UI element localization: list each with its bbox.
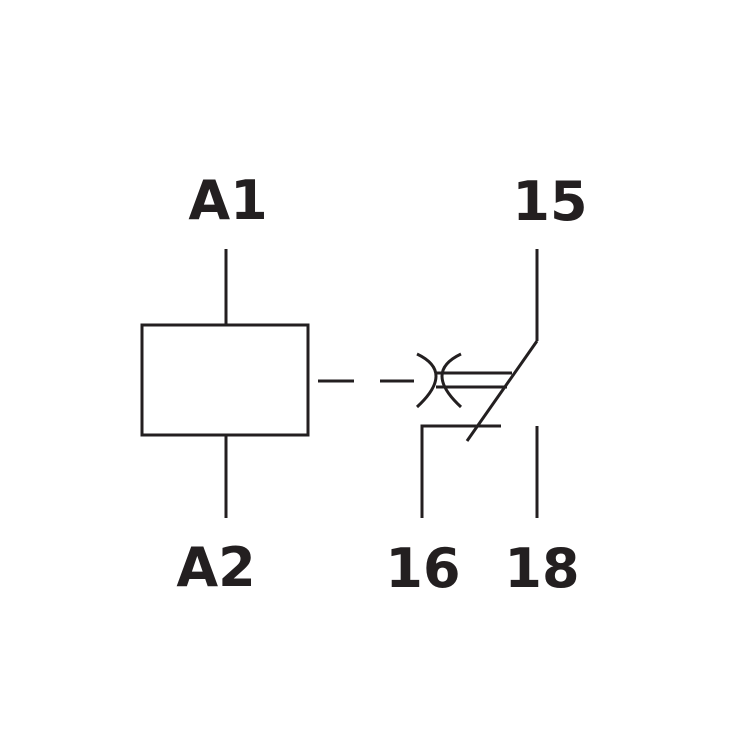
time-delay-arc-right bbox=[440, 352, 463, 409]
terminal-label-15: 15 bbox=[512, 170, 587, 233]
terminal-label-a2: A2 bbox=[176, 536, 255, 599]
time-delay-arc-left bbox=[415, 352, 438, 409]
relay-coil bbox=[140, 323, 310, 437]
terminal-label-18: 18 bbox=[504, 537, 579, 600]
switch-contact-blade bbox=[465, 340, 539, 442]
nc-contact-lead bbox=[420, 424, 501, 518]
terminal-label-16: 16 bbox=[385, 537, 460, 600]
terminal-label-a1: A1 bbox=[188, 169, 267, 232]
